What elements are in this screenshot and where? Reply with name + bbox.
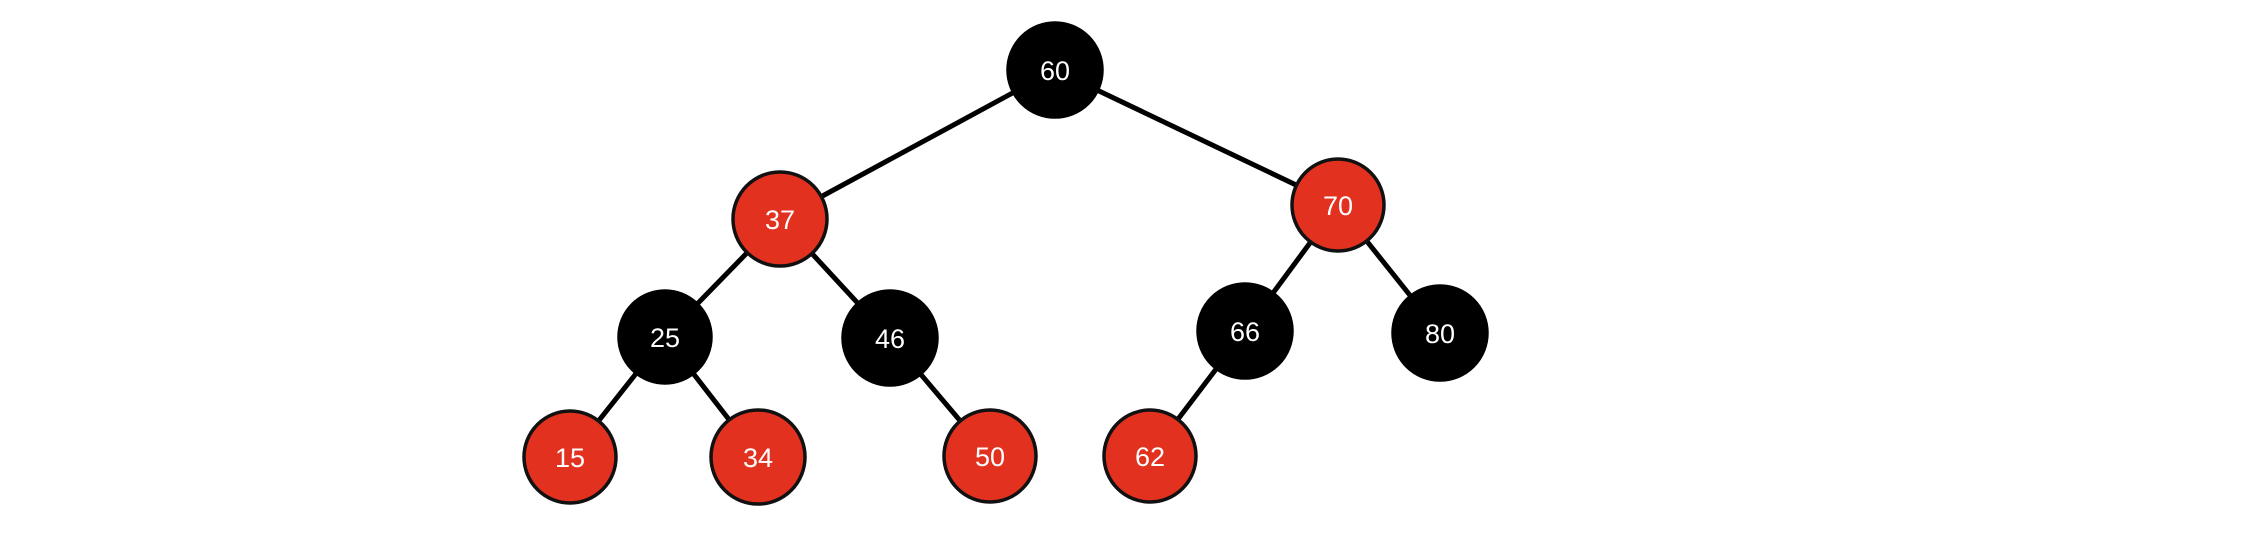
tree-edge-60-70	[1053, 67, 1340, 208]
node-circle-80[interactable]	[1391, 284, 1489, 382]
node-circle-25[interactable]	[617, 289, 713, 385]
node-circle-70[interactable]	[1290, 157, 1386, 253]
node-label-34: 34	[743, 443, 773, 473]
tree-node-25[interactable]: 25	[617, 289, 713, 385]
node-label-80: 80	[1425, 319, 1455, 349]
node-label-37: 37	[765, 205, 795, 235]
node-layer: 60 37 70 25 46 66 80 15 34 50 62	[522, 21, 1489, 506]
node-label-15: 15	[555, 443, 585, 473]
node-label-66: 66	[1230, 317, 1260, 347]
node-circle-50[interactable]	[942, 408, 1038, 504]
node-circle-62[interactable]	[1102, 408, 1198, 504]
tree-node-46[interactable]: 46	[841, 289, 939, 387]
node-circle-60[interactable]	[1006, 21, 1104, 119]
node-circle-37[interactable]	[731, 170, 829, 268]
node-label-70: 70	[1323, 191, 1353, 221]
tree-node-66[interactable]: 66	[1196, 282, 1294, 380]
node-label-60: 60	[1040, 56, 1070, 86]
tree-node-60[interactable]: 60	[1006, 21, 1104, 119]
node-circle-66[interactable]	[1196, 282, 1294, 380]
edge-layer	[568, 67, 1442, 459]
node-circle-46[interactable]	[841, 289, 939, 387]
node-label-46: 46	[875, 324, 905, 354]
node-circle-34[interactable]	[709, 408, 807, 506]
tree-node-62[interactable]: 62	[1102, 408, 1198, 504]
tree-edge-60-37	[778, 67, 1057, 222]
node-label-50: 50	[975, 442, 1005, 472]
tree-node-70[interactable]: 70	[1290, 157, 1386, 253]
node-label-62: 62	[1135, 442, 1165, 472]
tree-node-37[interactable]: 37	[731, 170, 829, 268]
tree-node-80[interactable]: 80	[1391, 284, 1489, 382]
node-circle-15[interactable]	[522, 409, 618, 505]
tree-node-50[interactable]: 50	[942, 408, 1038, 504]
node-label-25: 25	[650, 323, 680, 353]
tree-node-34[interactable]: 34	[709, 408, 807, 506]
tree-node-15[interactable]: 15	[522, 409, 618, 505]
